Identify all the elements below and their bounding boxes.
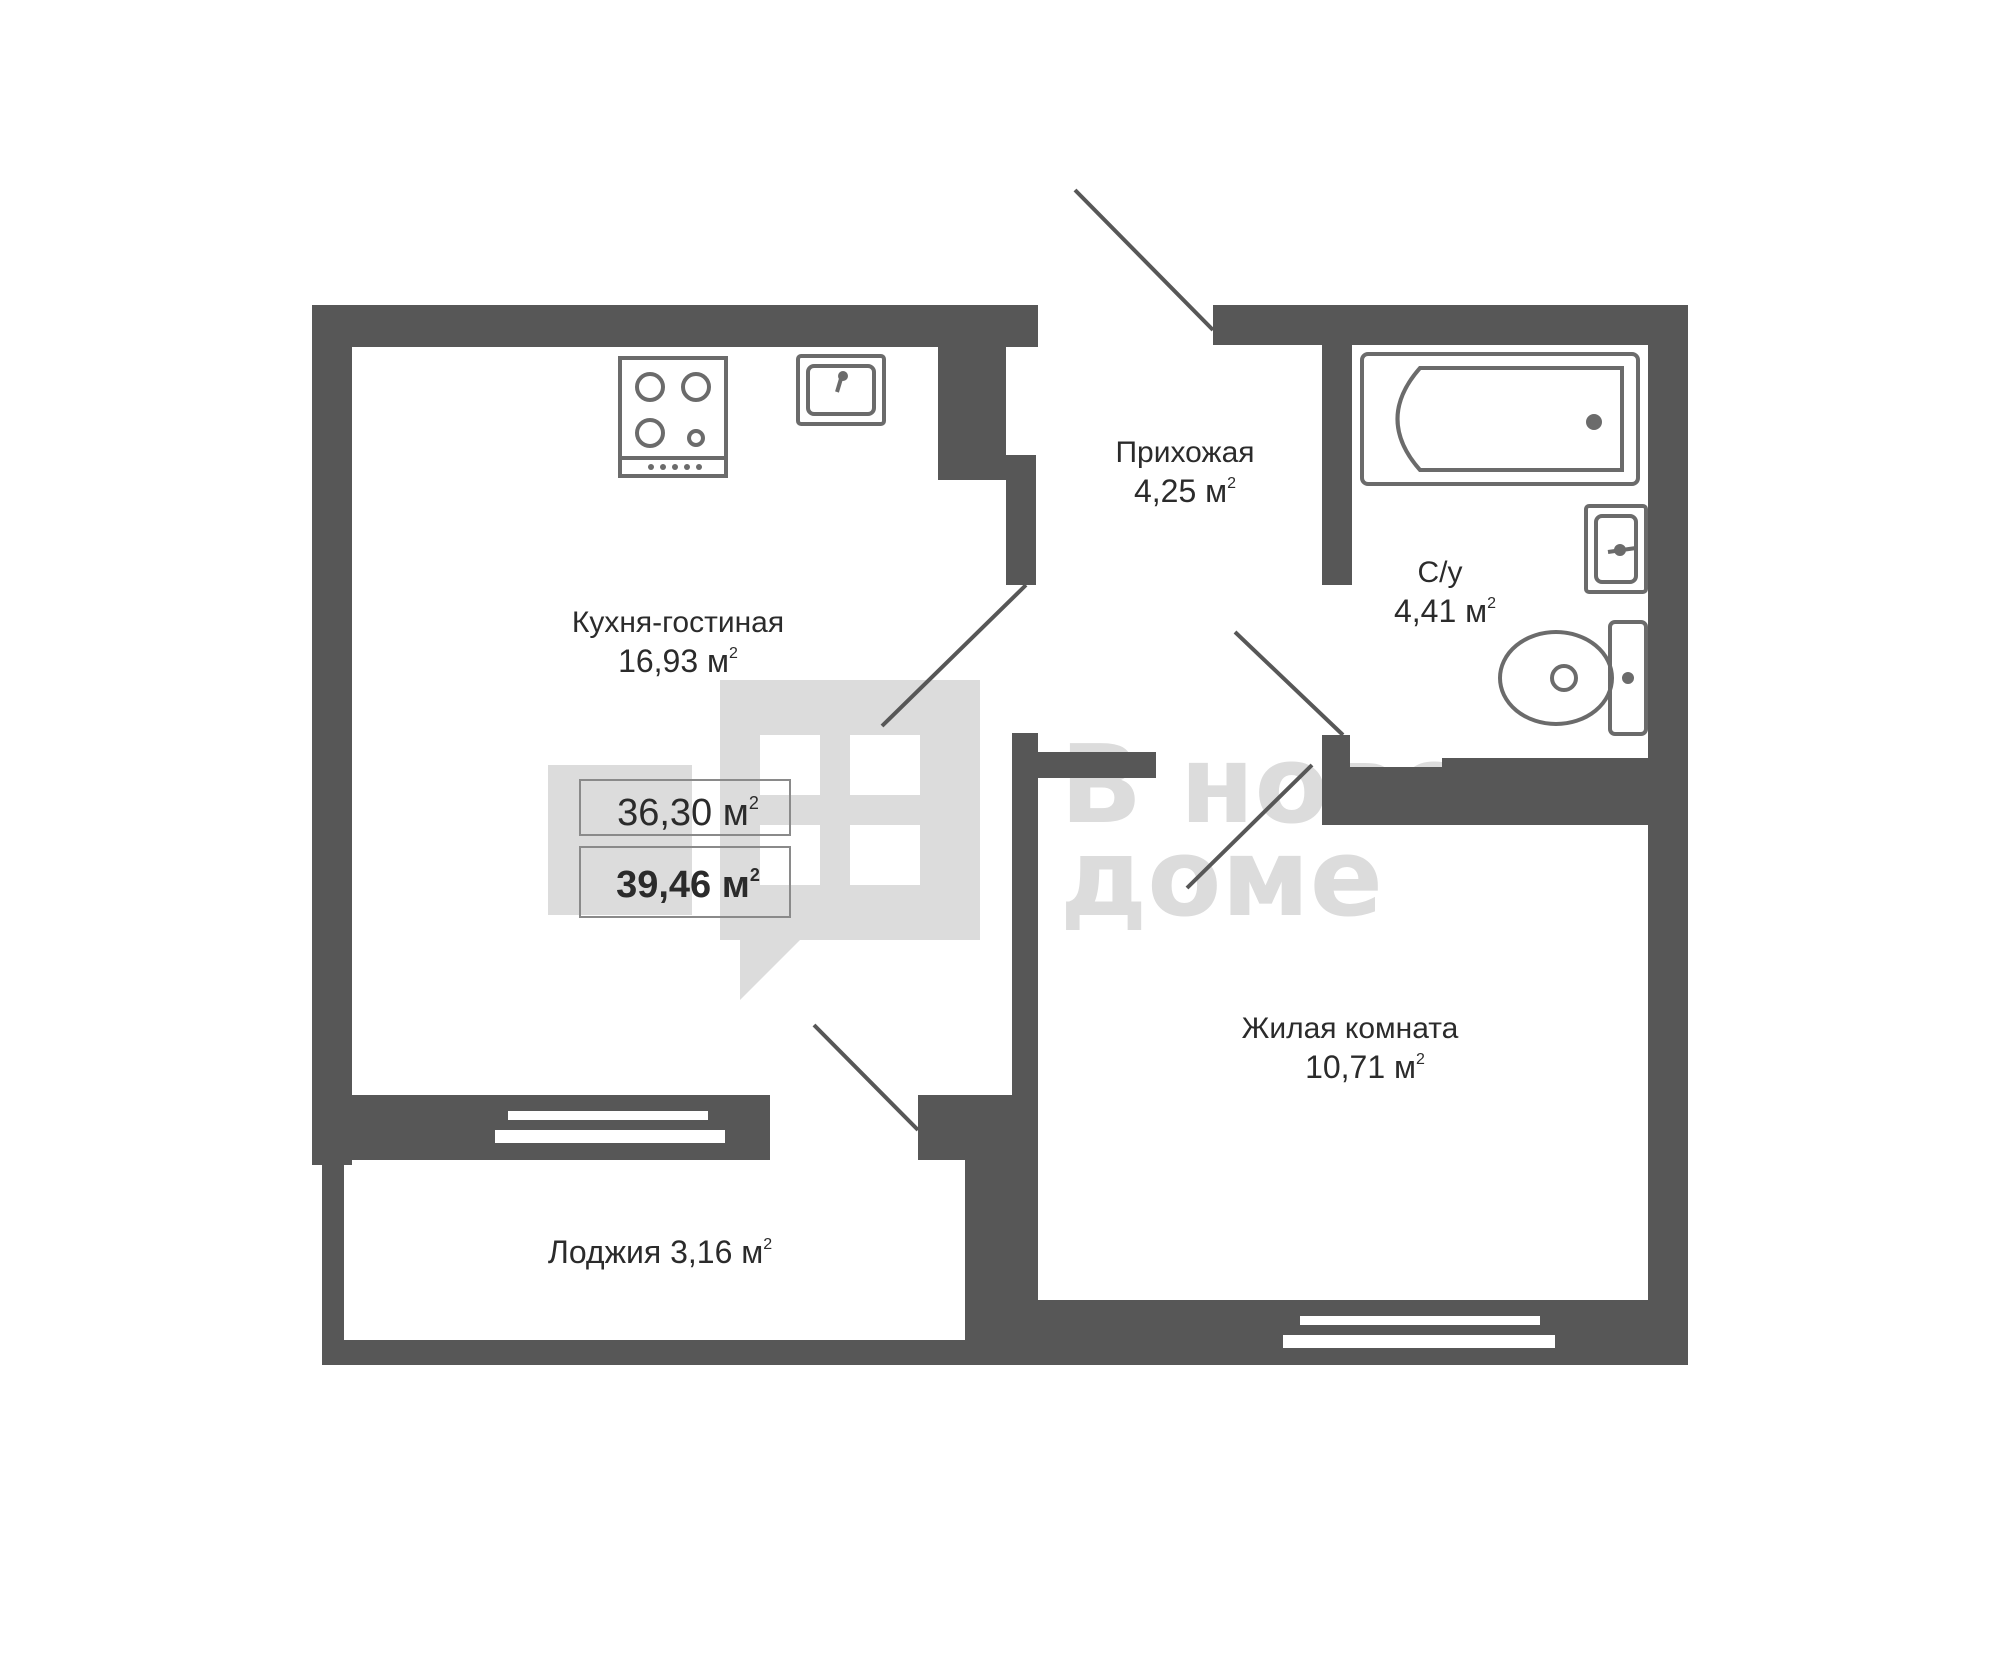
room-area-bathroom: 4,41 м2	[1394, 593, 1496, 629]
toilet-icon	[1498, 620, 1648, 736]
stove-icon	[618, 356, 728, 478]
window-bedroom	[1283, 1316, 1555, 1348]
watermark-line2: доме	[1060, 816, 1383, 941]
kitchen-sink-icon	[796, 354, 886, 426]
living-area-total: 36,30 м2	[617, 792, 759, 834]
room-name-hall: Прихожая	[1115, 436, 1254, 469]
washbasin-icon	[1584, 504, 1648, 594]
walls	[312, 305, 1688, 1365]
room-area-kitchen: 16,93 м2	[618, 643, 738, 679]
total-area: 39,46 м2	[616, 864, 760, 906]
window-kitchen	[495, 1111, 725, 1143]
door-lines	[812, 188, 1345, 1132]
room-label-loggia: Лоджия 3,16 м2	[548, 1234, 772, 1270]
room-area-hall: 4,25 м2	[1134, 473, 1236, 509]
room-area-bedroom: 10,71 м2	[1305, 1049, 1425, 1085]
room-name-kitchen: Кухня-гостиная	[572, 606, 784, 639]
area-totals-box: 36,30 м2 39,46 м2	[579, 779, 791, 918]
room-name-bathroom: С/у	[1418, 556, 1463, 589]
bathtub-icon	[1360, 352, 1640, 486]
logo-icon	[548, 680, 980, 1000]
room-name-bedroom: Жилая комната	[1242, 1012, 1459, 1045]
